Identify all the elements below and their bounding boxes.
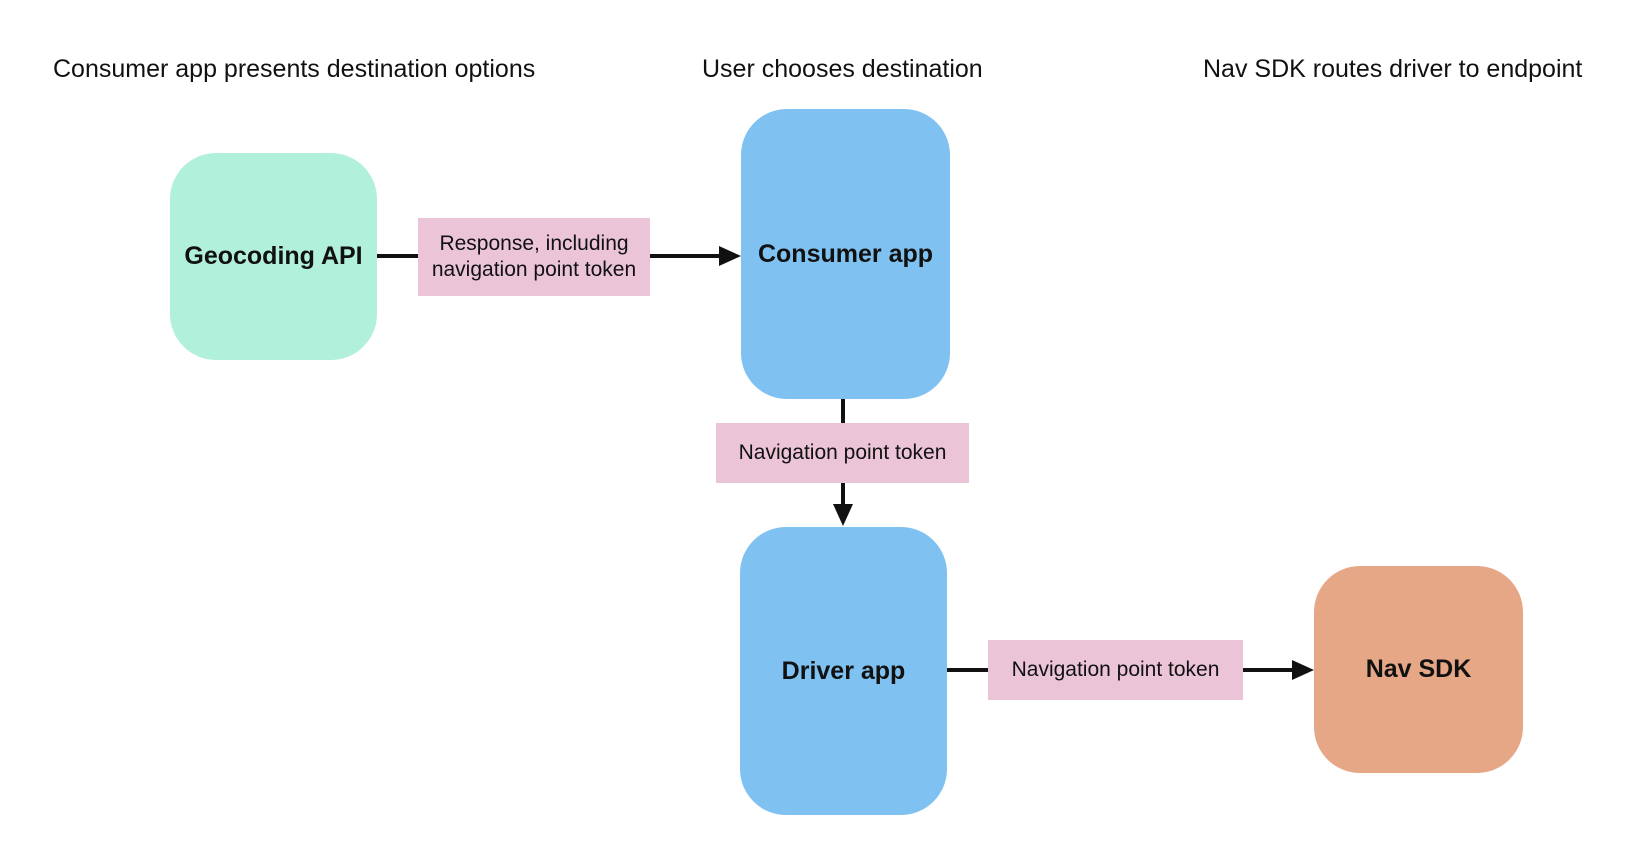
arrowhead-into-driver-app [833, 504, 853, 526]
arrowhead-into-consumer-app [719, 246, 741, 266]
node-driver-app: Driver app [740, 527, 947, 815]
connector-consumer-to-token-label [841, 399, 845, 423]
edge-label-response-including-token: Response, including navigation point tok… [418, 218, 650, 296]
stage-header-consumer-presents: Consumer app presents destination option… [53, 55, 536, 83]
stage-header-user-chooses: User chooses destination [702, 55, 983, 83]
node-consumer-app: Consumer app [741, 109, 950, 399]
stage-header-navsdk-routes: Nav SDK routes driver to endpoint [1203, 55, 1583, 83]
connector-token-label-to-driver [841, 483, 845, 505]
connector-response-label-to-consumer [650, 254, 720, 258]
connector-driver-to-token-label [947, 668, 988, 672]
arrowhead-into-nav-sdk [1292, 660, 1314, 680]
node-nav-sdk: Nav SDK [1314, 566, 1523, 773]
connector-token-label-to-navsdk [1243, 668, 1293, 672]
connector-geocoding-to-response-label [377, 254, 418, 258]
node-geocoding-api: Geocoding API [170, 153, 377, 360]
edge-label-navigation-point-token-1: Navigation point token [716, 423, 969, 483]
edge-label-navigation-point-token-2: Navigation point token [988, 640, 1243, 700]
